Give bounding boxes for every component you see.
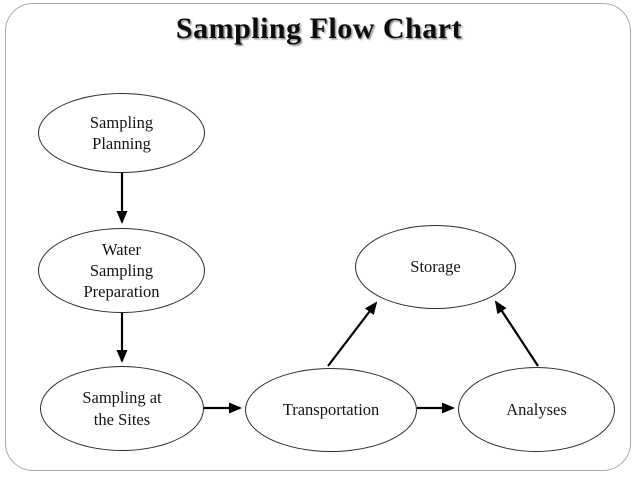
slide-title: Sampling Flow Chart — [175, 12, 463, 45]
arrow-transportation-to-storage — [327, 301, 378, 367]
node-sampling-at-the-sites: Sampling at the Sites — [40, 366, 204, 451]
node-transportation-label: Transportation — [282, 400, 380, 420]
arrow-analyses-to-storage — [494, 300, 539, 367]
node-analyses: Analyses — [458, 367, 615, 452]
node-analyses-label: Analyses — [506, 399, 567, 419]
node-sampling-at-the-sites-label: Sampling at the Sites — [82, 388, 162, 429]
node-transportation: Transportation — [245, 368, 417, 452]
node-sampling-planning: Sampling Planning — [38, 93, 205, 173]
node-storage-label: Storage — [410, 257, 461, 277]
node-water-sampling-preparation: Water Sampling Preparation — [38, 228, 205, 313]
node-sampling-planning-label: Sampling Planning — [89, 112, 154, 153]
node-water-sampling-preparation-label: Water Sampling Preparation — [83, 239, 160, 302]
node-storage: Storage — [355, 225, 516, 309]
